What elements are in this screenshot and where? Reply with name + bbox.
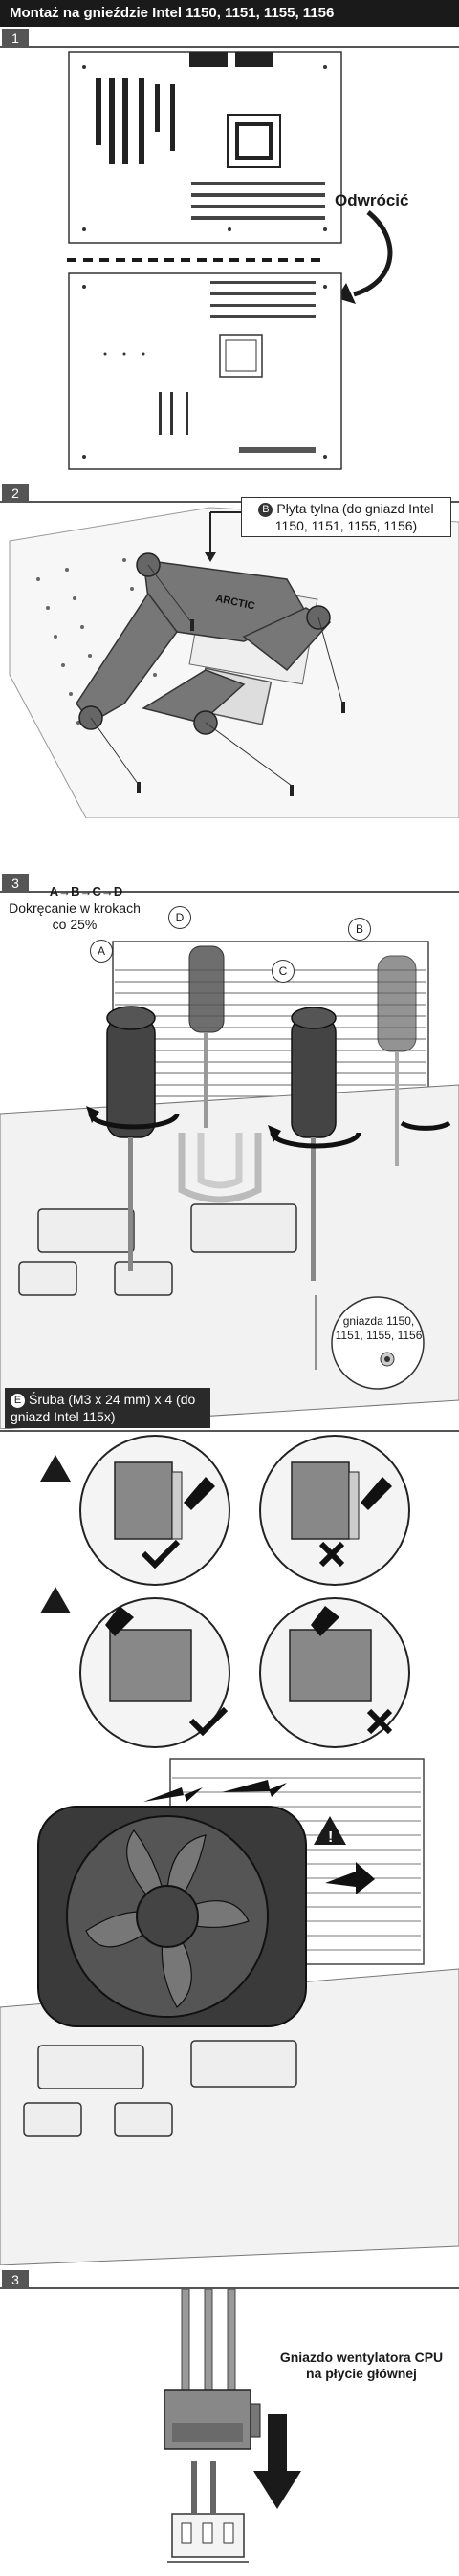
screw-callout-text: Śruba (M3 x 24 mm) x 4 (do gniazd Intel … — [11, 1392, 196, 1424]
screw-letter-c: C — [272, 960, 295, 983]
section-2-number: 2 — [2, 484, 29, 503]
heatsink-screw-illustration — [0, 941, 459, 1429]
fan-mount-illustration: ! — [0, 1435, 459, 2265]
backplate-callout-letter: B — [258, 503, 273, 517]
tighten-order: A→B→C→D — [49, 884, 123, 898]
section-2-divider — [0, 501, 459, 503]
screw-letter-b: B — [348, 918, 371, 941]
fan-header-illustration — [164, 2289, 301, 2563]
section-3-number: 3 — [2, 874, 29, 893]
section-3-divider — [0, 891, 459, 893]
socket-label: gniazda 1150, 1151, 1155, 1156 — [335, 1314, 423, 1342]
screw-letter-a: A — [90, 940, 113, 963]
screw-letter-d: D — [168, 906, 191, 929]
section-1-number: 1 — [2, 29, 29, 48]
screw-callout-letter: E — [11, 1394, 25, 1408]
fan-warning-symbol: ! — [328, 1829, 333, 1846]
page-title: Montaż na gnieździe Intel 1150, 1151, 11… — [0, 0, 459, 27]
motherboard-flip-illustration: Odwrócić — [67, 51, 408, 470]
tighten-instruction: Dokręcanie w krokach co 25% — [9, 900, 141, 932]
section-5-divider — [0, 2287, 459, 2289]
section-1-divider — [0, 46, 459, 48]
section-5-number: 3 — [2, 2270, 29, 2289]
section-4-divider — [0, 1430, 459, 1432]
backplate-callout-text: Płyta tylna (do gniazd Intel 1150, 1151,… — [274, 501, 434, 533]
flip-label: Odwrócić — [335, 191, 408, 209]
backplate-illustration: ARCTIC — [9, 507, 459, 818]
fan-header-label: Gniazdo wentylatora CPU na płycie główne… — [279, 2349, 444, 2381]
